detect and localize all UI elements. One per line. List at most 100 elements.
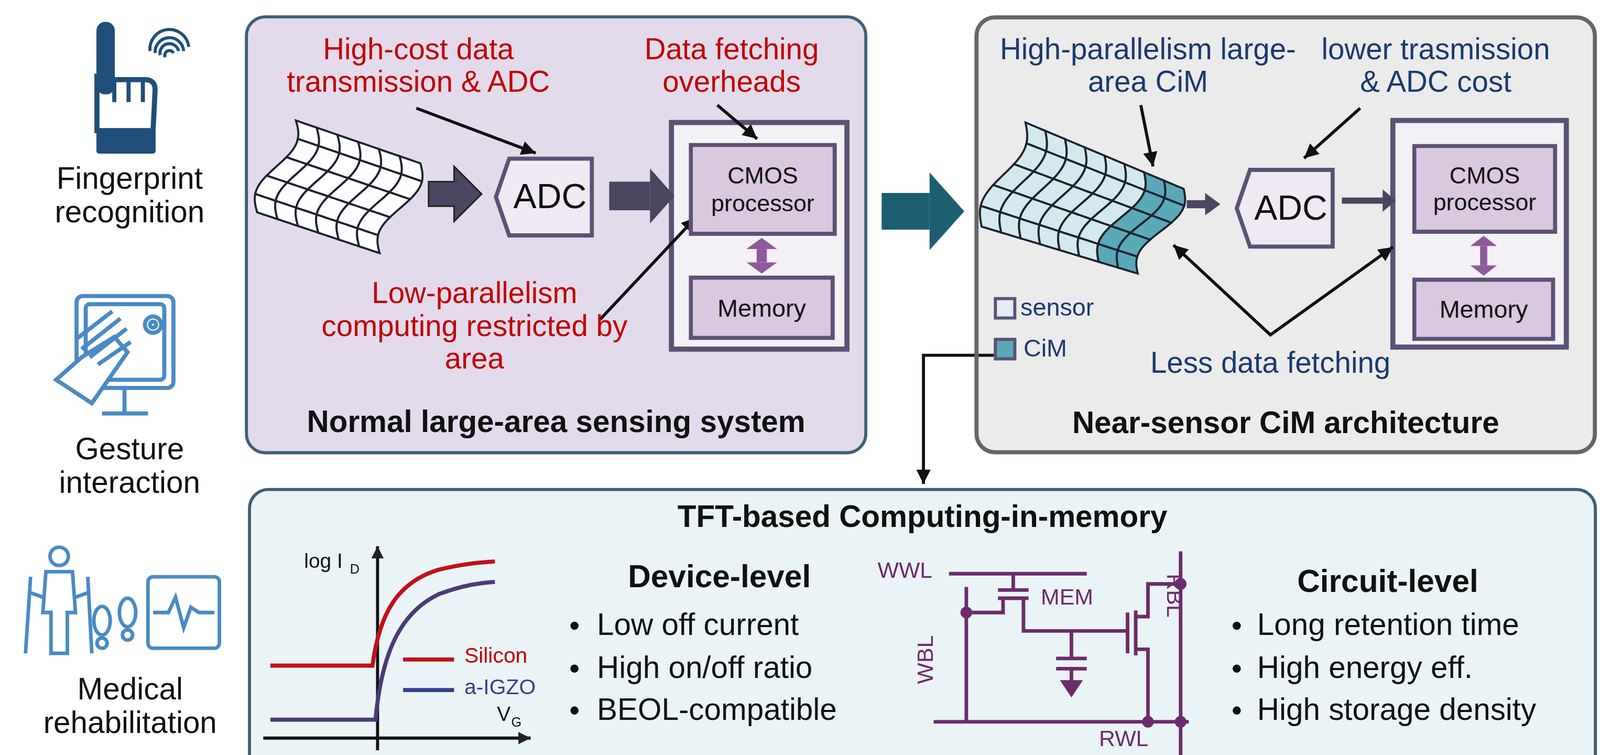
application-label: Medical rehabilitation xyxy=(5,671,256,739)
drawing-part xyxy=(403,687,454,692)
sheet-cell xyxy=(980,205,1002,233)
fingerprint-icon xyxy=(96,22,189,154)
bullet-item: High energy eff. xyxy=(1257,649,1589,684)
legend-swatch xyxy=(993,297,1017,320)
sheet-cell xyxy=(1038,224,1060,250)
connector-arrow xyxy=(881,192,930,230)
sheet-cell xyxy=(275,200,298,226)
section-heading: Circuit-level xyxy=(1262,564,1514,600)
application-label: Gesture interaction xyxy=(22,431,237,500)
callout-note: Less data fetching xyxy=(1117,346,1424,380)
drawing-part xyxy=(980,122,1186,274)
section-heading: Device-level xyxy=(578,559,861,594)
sheet-cell xyxy=(316,214,339,240)
iv-graph xyxy=(263,546,531,750)
drawing-part xyxy=(96,637,107,648)
drawing-part xyxy=(1127,610,1137,656)
panel-title: TFT-based Computing-in-memory xyxy=(251,498,1594,535)
drawing-part xyxy=(165,50,174,58)
bullet-dot xyxy=(570,664,579,673)
panel-title: Near-sensor CiM architecture xyxy=(978,405,1593,441)
sheet-cell xyxy=(1018,218,1040,245)
drawing-part xyxy=(1173,244,1393,335)
memory-cell-circuit xyxy=(933,550,1190,755)
legend-text: sensor xyxy=(1020,294,1094,321)
drawing-part xyxy=(403,657,454,662)
drawing-part xyxy=(600,217,696,320)
drawing-part xyxy=(416,107,536,154)
axis-label: D xyxy=(350,562,360,578)
sheet-cell xyxy=(295,207,319,233)
callout-note: High-cost data transmission & ADC xyxy=(255,33,582,99)
panel-title: Normal large-area sensing system xyxy=(247,404,865,440)
signal-name: WBL xyxy=(913,635,939,684)
drawing-part xyxy=(96,76,156,131)
drawing-part xyxy=(962,607,971,617)
drawing-part xyxy=(93,606,111,636)
drawing-part xyxy=(96,130,156,154)
application-label: Fingerprint recognition xyxy=(22,161,237,230)
drawing-part xyxy=(144,316,161,333)
sheet-cell xyxy=(1116,249,1138,274)
drawing-part xyxy=(149,321,157,328)
sheet-cell xyxy=(356,227,380,253)
block-arrow xyxy=(428,166,482,222)
drawing-part xyxy=(122,629,133,640)
axis-label: log I xyxy=(303,549,343,572)
process-box: Memory xyxy=(688,275,835,341)
box-label: Memory xyxy=(717,293,807,322)
bullet-item: High storage density xyxy=(1257,691,1589,726)
connector-arrow xyxy=(1341,197,1383,204)
sheet-cell xyxy=(336,221,359,247)
signal-name: RBL xyxy=(1161,573,1187,617)
sheet-cell xyxy=(1058,231,1080,256)
processor-enclosure xyxy=(1392,120,1567,347)
process-box: Memory xyxy=(1412,277,1556,342)
drawing-part xyxy=(149,29,189,51)
connector-arrow xyxy=(608,181,650,211)
drawing-part xyxy=(25,576,93,653)
drawing-part xyxy=(102,387,149,414)
bullet-dot xyxy=(1232,621,1242,630)
process-box: CMOS processor xyxy=(688,143,837,236)
drawing-part xyxy=(1140,105,1153,167)
sensor-sheet xyxy=(254,120,1185,274)
drawing-part xyxy=(42,571,76,653)
drawing-part xyxy=(76,311,131,365)
bullet-dot xyxy=(570,621,579,630)
signal-name: RWL xyxy=(1098,726,1149,751)
panel-fill xyxy=(244,15,868,454)
axis-label: V xyxy=(496,702,511,725)
box-label: CMOS processor xyxy=(1420,161,1549,216)
callout-note: lower trasmission & ADC cost xyxy=(1308,33,1564,99)
bullet-item: Low off current xyxy=(596,607,903,641)
drawing-part xyxy=(153,596,215,628)
drawing-part xyxy=(1303,107,1360,158)
medical-icon xyxy=(25,547,220,653)
adc-block: ADC xyxy=(1233,167,1336,249)
callout-note: High-parallelism large-area CiM xyxy=(994,33,1301,99)
drawing-part xyxy=(1063,681,1080,694)
drawing-part xyxy=(997,573,1029,598)
box-label: CMOS processor xyxy=(697,162,829,217)
callout-note: Data fetching overheads xyxy=(610,33,853,99)
drawing-part xyxy=(717,105,758,139)
axis-label: G xyxy=(510,715,522,731)
legend-text: Silicon xyxy=(464,643,528,667)
adc-block: ADC xyxy=(492,156,595,238)
drawing-part xyxy=(119,597,136,627)
drawing-part xyxy=(1144,717,1153,726)
box-label: ADC xyxy=(1254,188,1328,228)
sheet-cell xyxy=(1077,237,1099,262)
panel-fill xyxy=(247,487,1597,755)
drawing-part xyxy=(923,355,995,484)
drawing-part xyxy=(147,576,220,648)
adc-shape xyxy=(1236,169,1333,247)
bullet-dot xyxy=(1232,705,1242,715)
box-label: ADC xyxy=(513,177,587,217)
legend-swatch xyxy=(993,337,1017,361)
bullet-item: BEOL-compatible xyxy=(596,691,903,726)
signal-name: WWL xyxy=(877,558,933,583)
process-box: CMOS processor xyxy=(1412,144,1558,234)
gesture-icon xyxy=(56,296,174,414)
